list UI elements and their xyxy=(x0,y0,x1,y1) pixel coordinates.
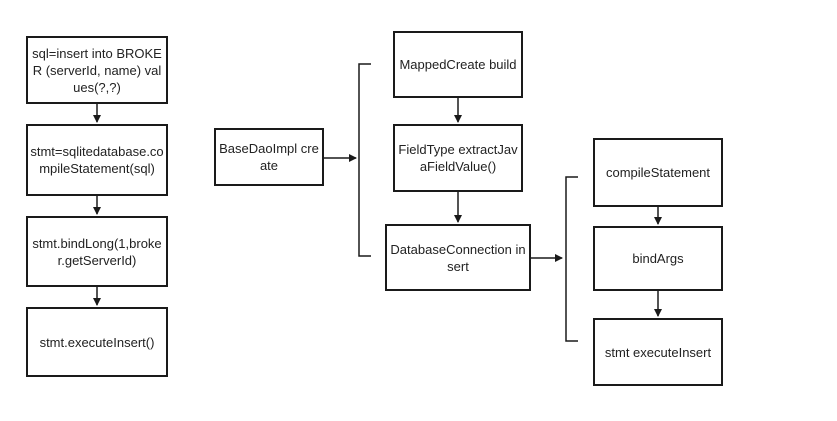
mapped-create-label: MappedCreate build xyxy=(399,57,517,72)
database-connection-node: DatabaseConnection insert xyxy=(385,224,531,291)
stmt-execute-insert-label: stmt executeInsert xyxy=(604,344,712,360)
mapped-create-node: MappedCreate build xyxy=(393,31,523,98)
sql-node: sql=insert into BROKER (serverId, name) … xyxy=(26,36,168,104)
bind-long-node: stmt.bindLong(1,broker.getServerId) xyxy=(26,216,168,287)
database-connection-label: DatabaseConnection insert xyxy=(390,241,526,274)
base-dao-impl-label: BaseDaoImpl create xyxy=(219,141,319,173)
field-type-label: FieldType extractJavaFieldValue() xyxy=(398,142,518,174)
bind-long-label: stmt.bindLong(1,broker.getServerId) xyxy=(32,235,162,268)
execute-insert-label: stmt.executeInsert() xyxy=(39,334,155,350)
stmt-execute-insert-node: stmt executeInsert xyxy=(593,318,723,386)
execute-insert-node: stmt.executeInsert() xyxy=(26,307,168,377)
base-dao-impl-node: BaseDaoImpl create xyxy=(214,128,324,186)
compile-statement-node: compileStatement xyxy=(593,138,723,207)
bracket-right xyxy=(565,176,578,342)
field-type-node: FieldType extractJavaFieldValue() xyxy=(393,124,523,192)
bind-args-label: bindArgs xyxy=(632,251,684,266)
compile-statement-assign-node: stmt=sqlitedatabase.compileStatement(sql… xyxy=(26,124,168,196)
bracket-middle xyxy=(358,63,371,257)
sql-node-label: sql=insert into BROKER (serverId, name) … xyxy=(32,45,162,95)
compile-statement-assign-label: stmt=sqlitedatabase.compileStatement(sql… xyxy=(30,144,164,176)
compile-statement-label: compileStatement xyxy=(605,165,711,180)
bind-args-node: bindArgs xyxy=(593,226,723,291)
